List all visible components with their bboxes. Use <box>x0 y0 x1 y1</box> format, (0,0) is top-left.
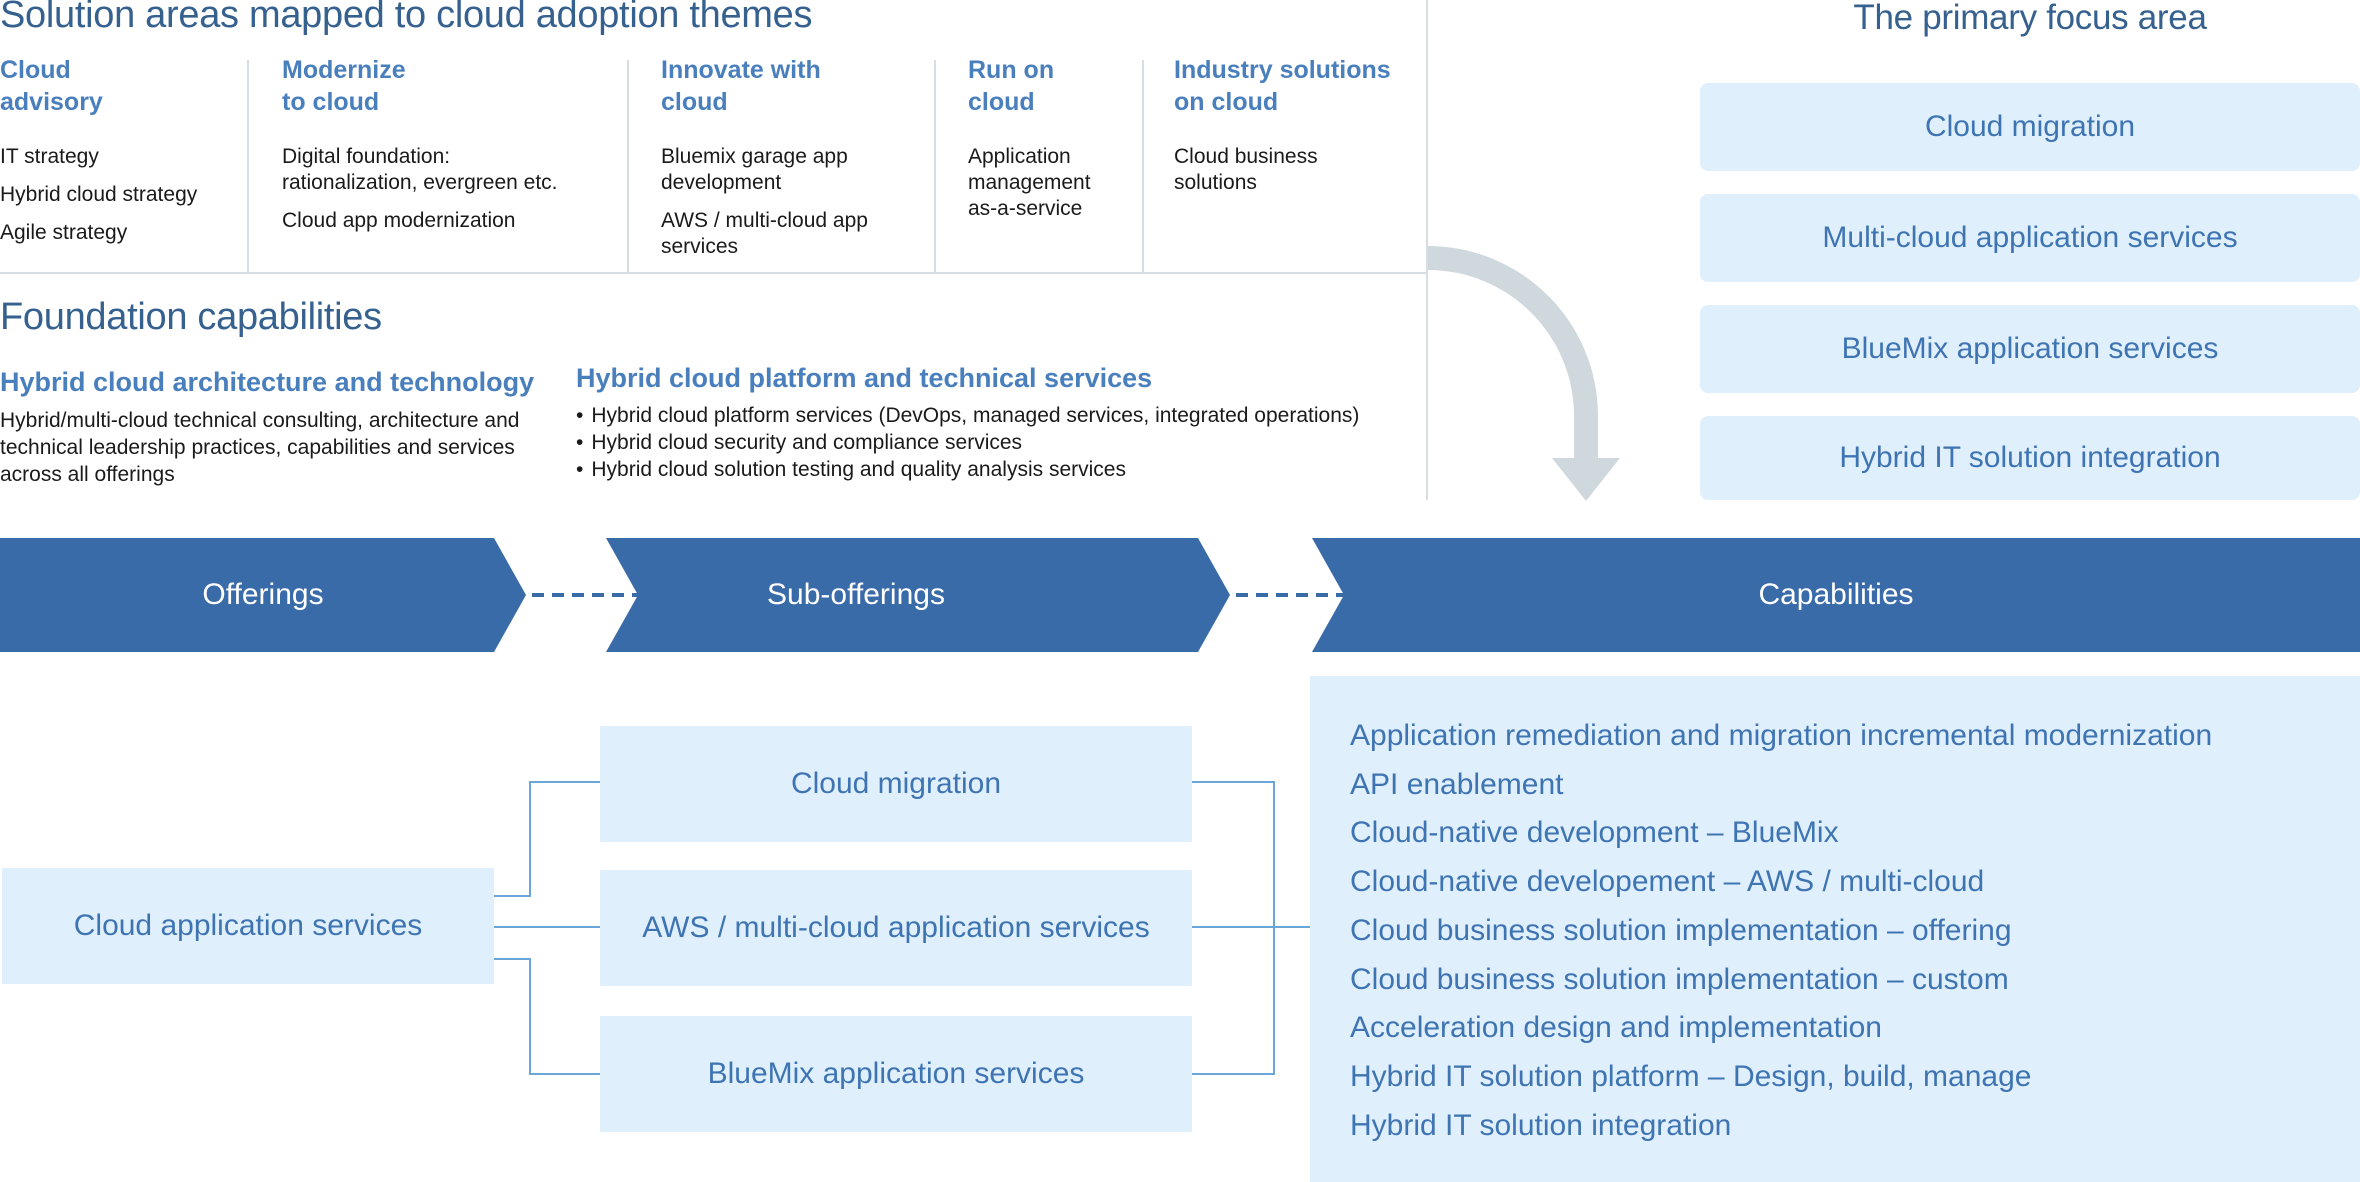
stage-capabilities: Capabilities <box>1758 578 1914 611</box>
sub-offering-cloud-migration: Cloud migration <box>600 726 1192 842</box>
section-divider <box>0 272 1428 274</box>
connector-lines <box>494 781 1310 1075</box>
solution-areas-title: Solution areas mapped to cloud adoption … <box>0 0 813 36</box>
focus-item-multi-cloud: Multi-cloud application services <box>1700 194 2360 282</box>
column-modernize: Modernize to cloud Digital foundation: r… <box>282 54 622 246</box>
flow-band <box>0 538 2360 652</box>
column-heading: Industry solutions on cloud <box>1174 56 1391 116</box>
column-run: Run on cloud Application management as-a… <box>968 54 1138 234</box>
capability-item: Application remediation and migration in… <box>1350 719 2213 752</box>
bullet-item: Hybrid cloud solution testing and qualit… <box>576 456 1426 483</box>
column-heading: Run on cloud <box>968 56 1055 116</box>
column-divider <box>934 60 936 272</box>
capability-item: Cloud-native development – BlueMix <box>1350 816 1839 850</box>
column-item: AWS / multi-cloud app services <box>661 209 868 258</box>
column-item: Agile strategy <box>0 221 128 244</box>
column-item: Hybrid cloud strategy <box>0 183 198 206</box>
capability-item: Cloud business solution implementation –… <box>1350 913 2012 947</box>
capability-item: API enablement <box>1350 767 1564 801</box>
capabilities-list: Application remediation and migration in… <box>1350 712 2212 1150</box>
capability-item: Hybrid IT solution integration <box>1350 1108 1732 1142</box>
capabilities-chevron <box>1312 538 2360 652</box>
capability-item: Cloud business solution implementation –… <box>1350 962 2009 996</box>
column-heading: Cloud advisory <box>0 56 103 116</box>
sub-offering-aws-multi-cloud: AWS / multi-cloud application services <box>600 870 1192 986</box>
curved-arrow-icon <box>1428 246 1620 501</box>
focus-title: The primary focus area <box>1853 0 2207 37</box>
capabilities-panel <box>1310 676 2360 1182</box>
column-divider <box>247 60 249 272</box>
foundation-bullet-list: Hybrid cloud platform services (DevOps, … <box>576 402 1426 483</box>
column-item: Application management as-a-service <box>968 145 1091 220</box>
bullet-item: Hybrid cloud platform services (DevOps, … <box>576 402 1426 429</box>
stage-offerings: Offerings <box>202 578 324 611</box>
sub-offering-bluemix: BlueMix application services <box>600 1016 1192 1132</box>
offering-box: Cloud application services <box>2 868 494 984</box>
foundation-left-heading: Hybrid cloud architecture and technology <box>0 367 535 397</box>
foundation-title: Foundation capabilities <box>0 296 382 338</box>
focus-item-bluemix: BlueMix application services <box>1700 305 2360 393</box>
column-item: Cloud business solutions <box>1174 145 1318 194</box>
capability-item: Acceleration design and implementation <box>1350 1011 1882 1045</box>
stage-sub-offerings: Sub-offerings <box>767 578 945 611</box>
offerings-chevron <box>0 538 526 652</box>
focus-item-hybrid-it: Hybrid IT solution integration <box>1700 416 2360 500</box>
foundation-left-text: Hybrid/multi-cloud technical consulting,… <box>0 409 520 486</box>
sub-offerings-chevron <box>606 538 1230 652</box>
focus-item-cloud-migration: Cloud migration <box>1700 83 2360 171</box>
capability-item: Hybrid IT solution platform – Design, bu… <box>1350 1059 2032 1093</box>
column-innovate: Innovate with cloud Bluemix garage app d… <box>661 54 931 272</box>
column-item: IT strategy <box>0 145 99 168</box>
column-heading: Innovate with cloud <box>661 56 821 116</box>
foundation-right-heading: Hybrid cloud platform and technical serv… <box>576 363 1153 393</box>
column-divider <box>1142 60 1144 272</box>
bullet-item: Hybrid cloud security and compliance ser… <box>576 429 1426 456</box>
section-divider-vertical <box>1426 0 1428 500</box>
column-item: Digital foundation: rationalization, eve… <box>282 145 558 194</box>
column-industry: Industry solutions on cloud Cloud busine… <box>1174 54 1414 208</box>
column-divider <box>627 60 629 272</box>
capability-item: Cloud-native developement – AWS / multi-… <box>1350 865 1985 899</box>
column-cloud-advisory: Cloud advisory IT strategy Hybrid cloud … <box>0 54 240 258</box>
column-item: Bluemix garage app development <box>661 145 848 194</box>
column-item: Cloud app modernization <box>282 209 516 232</box>
column-heading: Modernize to cloud <box>282 56 406 116</box>
